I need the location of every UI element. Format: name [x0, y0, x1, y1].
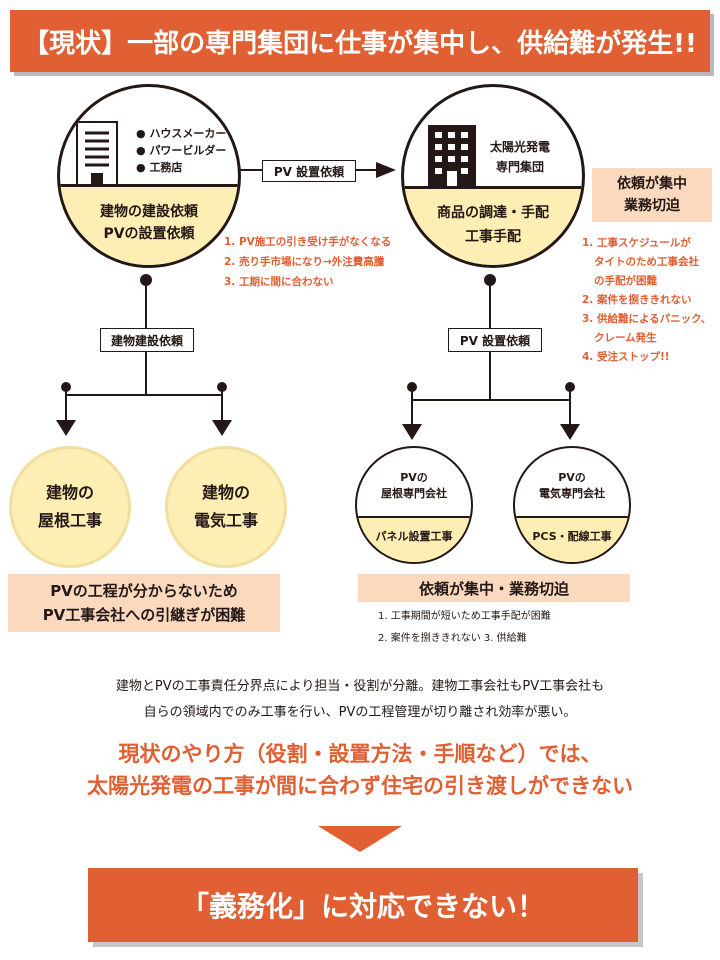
left-issues-list: 1. PV施工の引き受け手がなくなる 2. 売り手市場になり→外注費高騰 3. …: [224, 232, 391, 292]
highlight-statement: 現状のやり方（役割・設置方法・手順など）では、 太陽光発電の工事が間に合わず住宅…: [87, 742, 633, 798]
apartment-building-icon: [428, 125, 476, 187]
list-item: ● ハウスメーカー: [136, 127, 227, 140]
panel-installation-label: パネル設置工事: [375, 530, 453, 543]
list-item: 4. 受注ストップ!!: [582, 351, 670, 363]
bottom-banner: 「義務化」に対応できない！: [88, 868, 638, 942]
client-circle: ● ハウスメーカー ● パワービルダー ● 工務店 建物の建設依頼 PVの設置依…: [57, 84, 241, 268]
pcs-wiring-label: PCS・配線工事: [532, 530, 612, 543]
list-item: 2. 売り手市場になり→外注費高騰: [224, 256, 385, 268]
list-item: ● パワービルダー: [136, 144, 227, 157]
client-circle-bottom: 建物の建設依頼 PVの設置依頼: [60, 184, 238, 265]
solar-contractor-name: 太陽光発電 専門集団: [490, 140, 551, 174]
list-item: 3. 供給難によるパニック、: [582, 313, 712, 325]
list-item: ● 工務店: [136, 161, 183, 174]
list-item: の手配が困難: [594, 275, 657, 287]
pv-electrical-company-circle: PVの 電気専門会社 PCS・配線工事: [513, 446, 631, 564]
list-item: 1. 工事期間が短いため工事手配が困難: [378, 611, 551, 622]
right-issues-list: 1. 工事スケジュールが タイトのため工事会社 の手配が困難 2. 案件を捌きき…: [582, 234, 711, 367]
solar-contractor-bottom: 商品の調達・手配 工事手配: [404, 186, 582, 265]
client-type-list: ● ハウスメーカー ● パワービルダー ● 工務店: [136, 125, 226, 176]
right-note-title: 依頼が集中・業務切迫: [358, 574, 630, 602]
summary-paragraph: 建物とPVの工事責任分界点により担当・役割が分離。建物工事会社もPV工事会社も …: [115, 679, 605, 720]
list-item: タイトのため工事会社: [594, 256, 699, 268]
right-note-list: 1. 工事期間が短いため工事手配が困難 2. 案件を捌ききれない 3. 供給難: [378, 606, 551, 650]
right-arrow-2: [560, 424, 580, 440]
right-arrow-1: [402, 424, 422, 440]
list-item: クレーム発生: [594, 332, 657, 344]
solar-contractor-circle: 太陽光発電 専門集団 商品の調達・手配 工事手配: [401, 84, 585, 268]
office-building-icon: [76, 121, 128, 190]
top-arrow-head: [376, 162, 396, 178]
top-banner-title: 【現状】一部の専門集団に仕事が集中し、供給難が発生!!: [23, 28, 697, 59]
client-request-line1: 建物の建設依頼: [100, 204, 198, 220]
pv-roof-company-circle: PVの 屋根専門会社 パネル設置工事: [355, 446, 473, 564]
list-item: 2. 案件を捌ききれない 3. 供給難: [378, 633, 527, 644]
top-banner: 【現状】一部の専門集団に仕事が集中し、供給難が発生!!: [10, 10, 710, 72]
bottom-banner-title: 「義務化」に対応できない！: [180, 890, 545, 923]
workload-tag: 依頼が集中 業務切迫: [592, 168, 712, 222]
list-item: 1. 工事スケジュールが: [582, 237, 691, 249]
right-branch-label: PV 設置依頼: [448, 328, 542, 352]
construction-arrangement-line: 工事手配: [465, 229, 521, 245]
client-request-line2: PVの設置依頼: [103, 226, 195, 242]
left-branch-label: 建物建設依頼: [100, 328, 194, 352]
roof-work-circle: 建物の 屋根工事: [9, 446, 131, 568]
down-arrow-icon: [318, 826, 402, 852]
arrow-label: PV 設置依頼: [262, 160, 356, 182]
left-arrow-1: [56, 420, 76, 436]
list-item: 3. 工期に間に合わない: [224, 276, 334, 288]
procurement-line: 商品の調達・手配: [437, 205, 549, 221]
electrical-work-circle: 建物の 電気工事: [165, 446, 287, 568]
left-note: PVの工程が分からないため PV工事会社への引継ぎが困難: [8, 574, 280, 632]
list-item: 2. 案件を捌ききれない: [582, 294, 692, 306]
left-arrow-2: [212, 420, 232, 436]
list-item: 1. PV施工の引き受け手がなくなる: [224, 236, 392, 248]
